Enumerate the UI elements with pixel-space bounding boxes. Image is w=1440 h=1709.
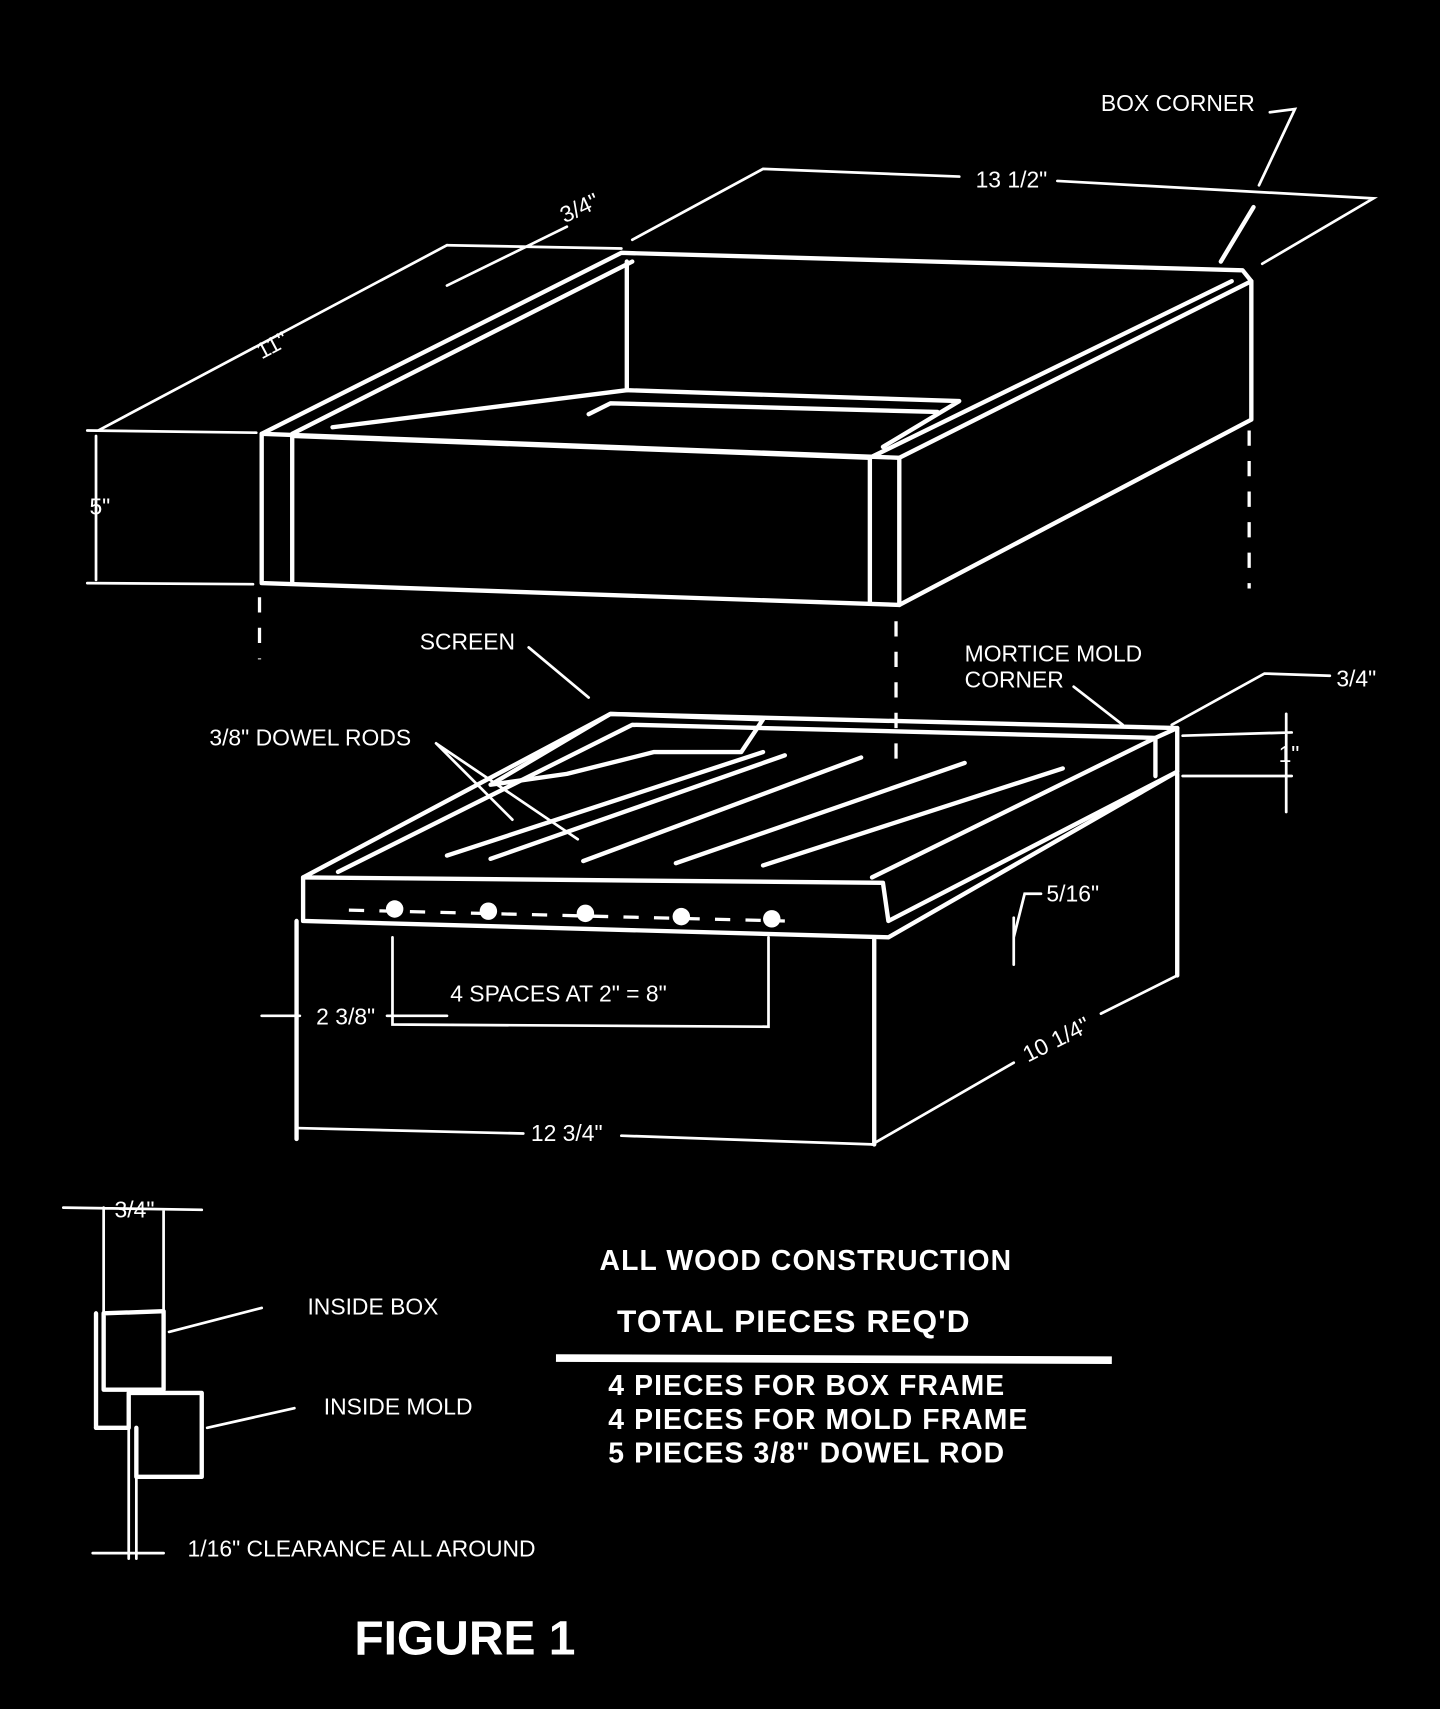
pieces-item: 4 PIECES FOR BOX FRAME: [608, 1370, 1005, 1402]
clearance-detail: [61, 1206, 296, 1560]
screen-label: SCREEN: [420, 629, 515, 655]
figure-caption: FIGURE 1: [354, 1613, 575, 1666]
pieces-heading: TOTAL PIECES REQ'D: [617, 1303, 971, 1339]
box-corner-label: BOX CORNER: [1101, 90, 1255, 116]
inside-box-label: INSIDE BOX: [307, 1293, 438, 1319]
divider: [555, 1354, 1112, 1365]
mold-length-label: 12 3/4": [531, 1120, 603, 1146]
box-frame-width-label: 3/4": [556, 188, 603, 228]
inside-mold-label: INSIDE MOLD: [324, 1394, 473, 1420]
edge-offset-label: 2 3/8": [316, 1004, 375, 1030]
mortice-label-1: MORTICE MOLD: [965, 641, 1143, 667]
deckle-box: [259, 250, 1254, 608]
mold-frame: [294, 711, 1180, 1147]
box-height-label: 5": [89, 493, 110, 519]
mold-width-label: 10 1/4": [1018, 1011, 1094, 1067]
pieces-item: 5 PIECES 3/8" DOWEL ROD: [608, 1438, 1005, 1470]
clearance-label: 1/16" CLEARANCE ALL AROUND: [188, 1535, 536, 1561]
mold-frame-width-label: 3/4": [1336, 666, 1376, 692]
dowel-rods-label: 3/8" DOWEL RODS: [209, 725, 411, 751]
construction-note: ALL WOOD CONSTRUCTION: [600, 1245, 1013, 1277]
mold-height-label: 1": [1279, 741, 1300, 767]
spacing-label: 4 SPACES AT 2" = 8": [450, 981, 667, 1007]
dowel-offset-label: 5/16": [1046, 880, 1099, 906]
pieces-item: 4 PIECES FOR MOLD FRAME: [608, 1404, 1028, 1436]
box-length-label: 13 1/2": [976, 166, 1048, 192]
mortice-label-2: CORNER: [965, 667, 1064, 693]
detail-width-label: 3/4": [115, 1196, 155, 1222]
